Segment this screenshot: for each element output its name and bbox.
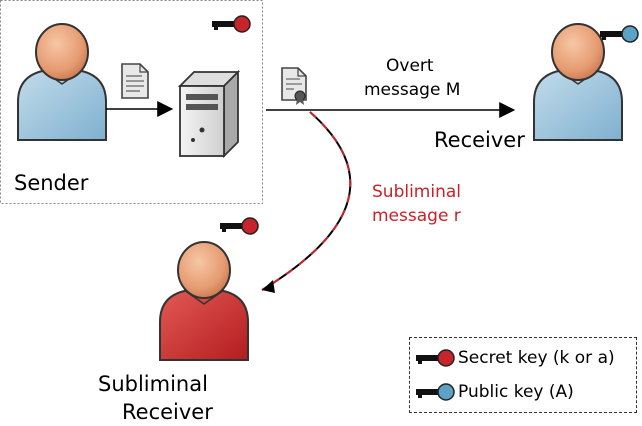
public-key-icon [600, 25, 639, 43]
document-icon [121, 63, 149, 99]
overt-label-line2: message M [364, 80, 461, 100]
legend-secret-key-label: Secret key (k or a) [458, 348, 615, 368]
subliminal-message-arrow [261, 111, 352, 293]
sender-boundary [0, 0, 263, 204]
sender-person-icon [17, 23, 107, 141]
overt-label-line1: Overt [386, 56, 434, 76]
server-icon [177, 69, 241, 159]
sender-label: Sender [14, 171, 89, 195]
secret-key-icon [416, 349, 455, 367]
secret-key-icon [220, 217, 259, 235]
subliminal-message-label-line2: message r [372, 206, 461, 226]
receiver-label: Receiver [434, 128, 525, 152]
legend-public-key-label: Public key (A) [458, 382, 574, 402]
secret-key-icon [212, 15, 251, 33]
legend-row-secret-key: Secret key (k or a) [410, 344, 636, 374]
subliminal-receiver-label-line2: Receiver [122, 400, 213, 424]
subliminal-message-label-line1: Subliminal [372, 182, 462, 202]
receiver-person-icon [533, 23, 623, 141]
legend: Secret key (k or a) Public key (A) [409, 337, 637, 413]
subliminal-receiver-person-icon [159, 241, 249, 361]
public-key-icon [416, 383, 455, 401]
signed-document-icon [281, 67, 307, 105]
subliminal-receiver-label-line1: Subliminal [98, 372, 208, 396]
legend-row-public-key: Public key (A) [410, 378, 636, 408]
